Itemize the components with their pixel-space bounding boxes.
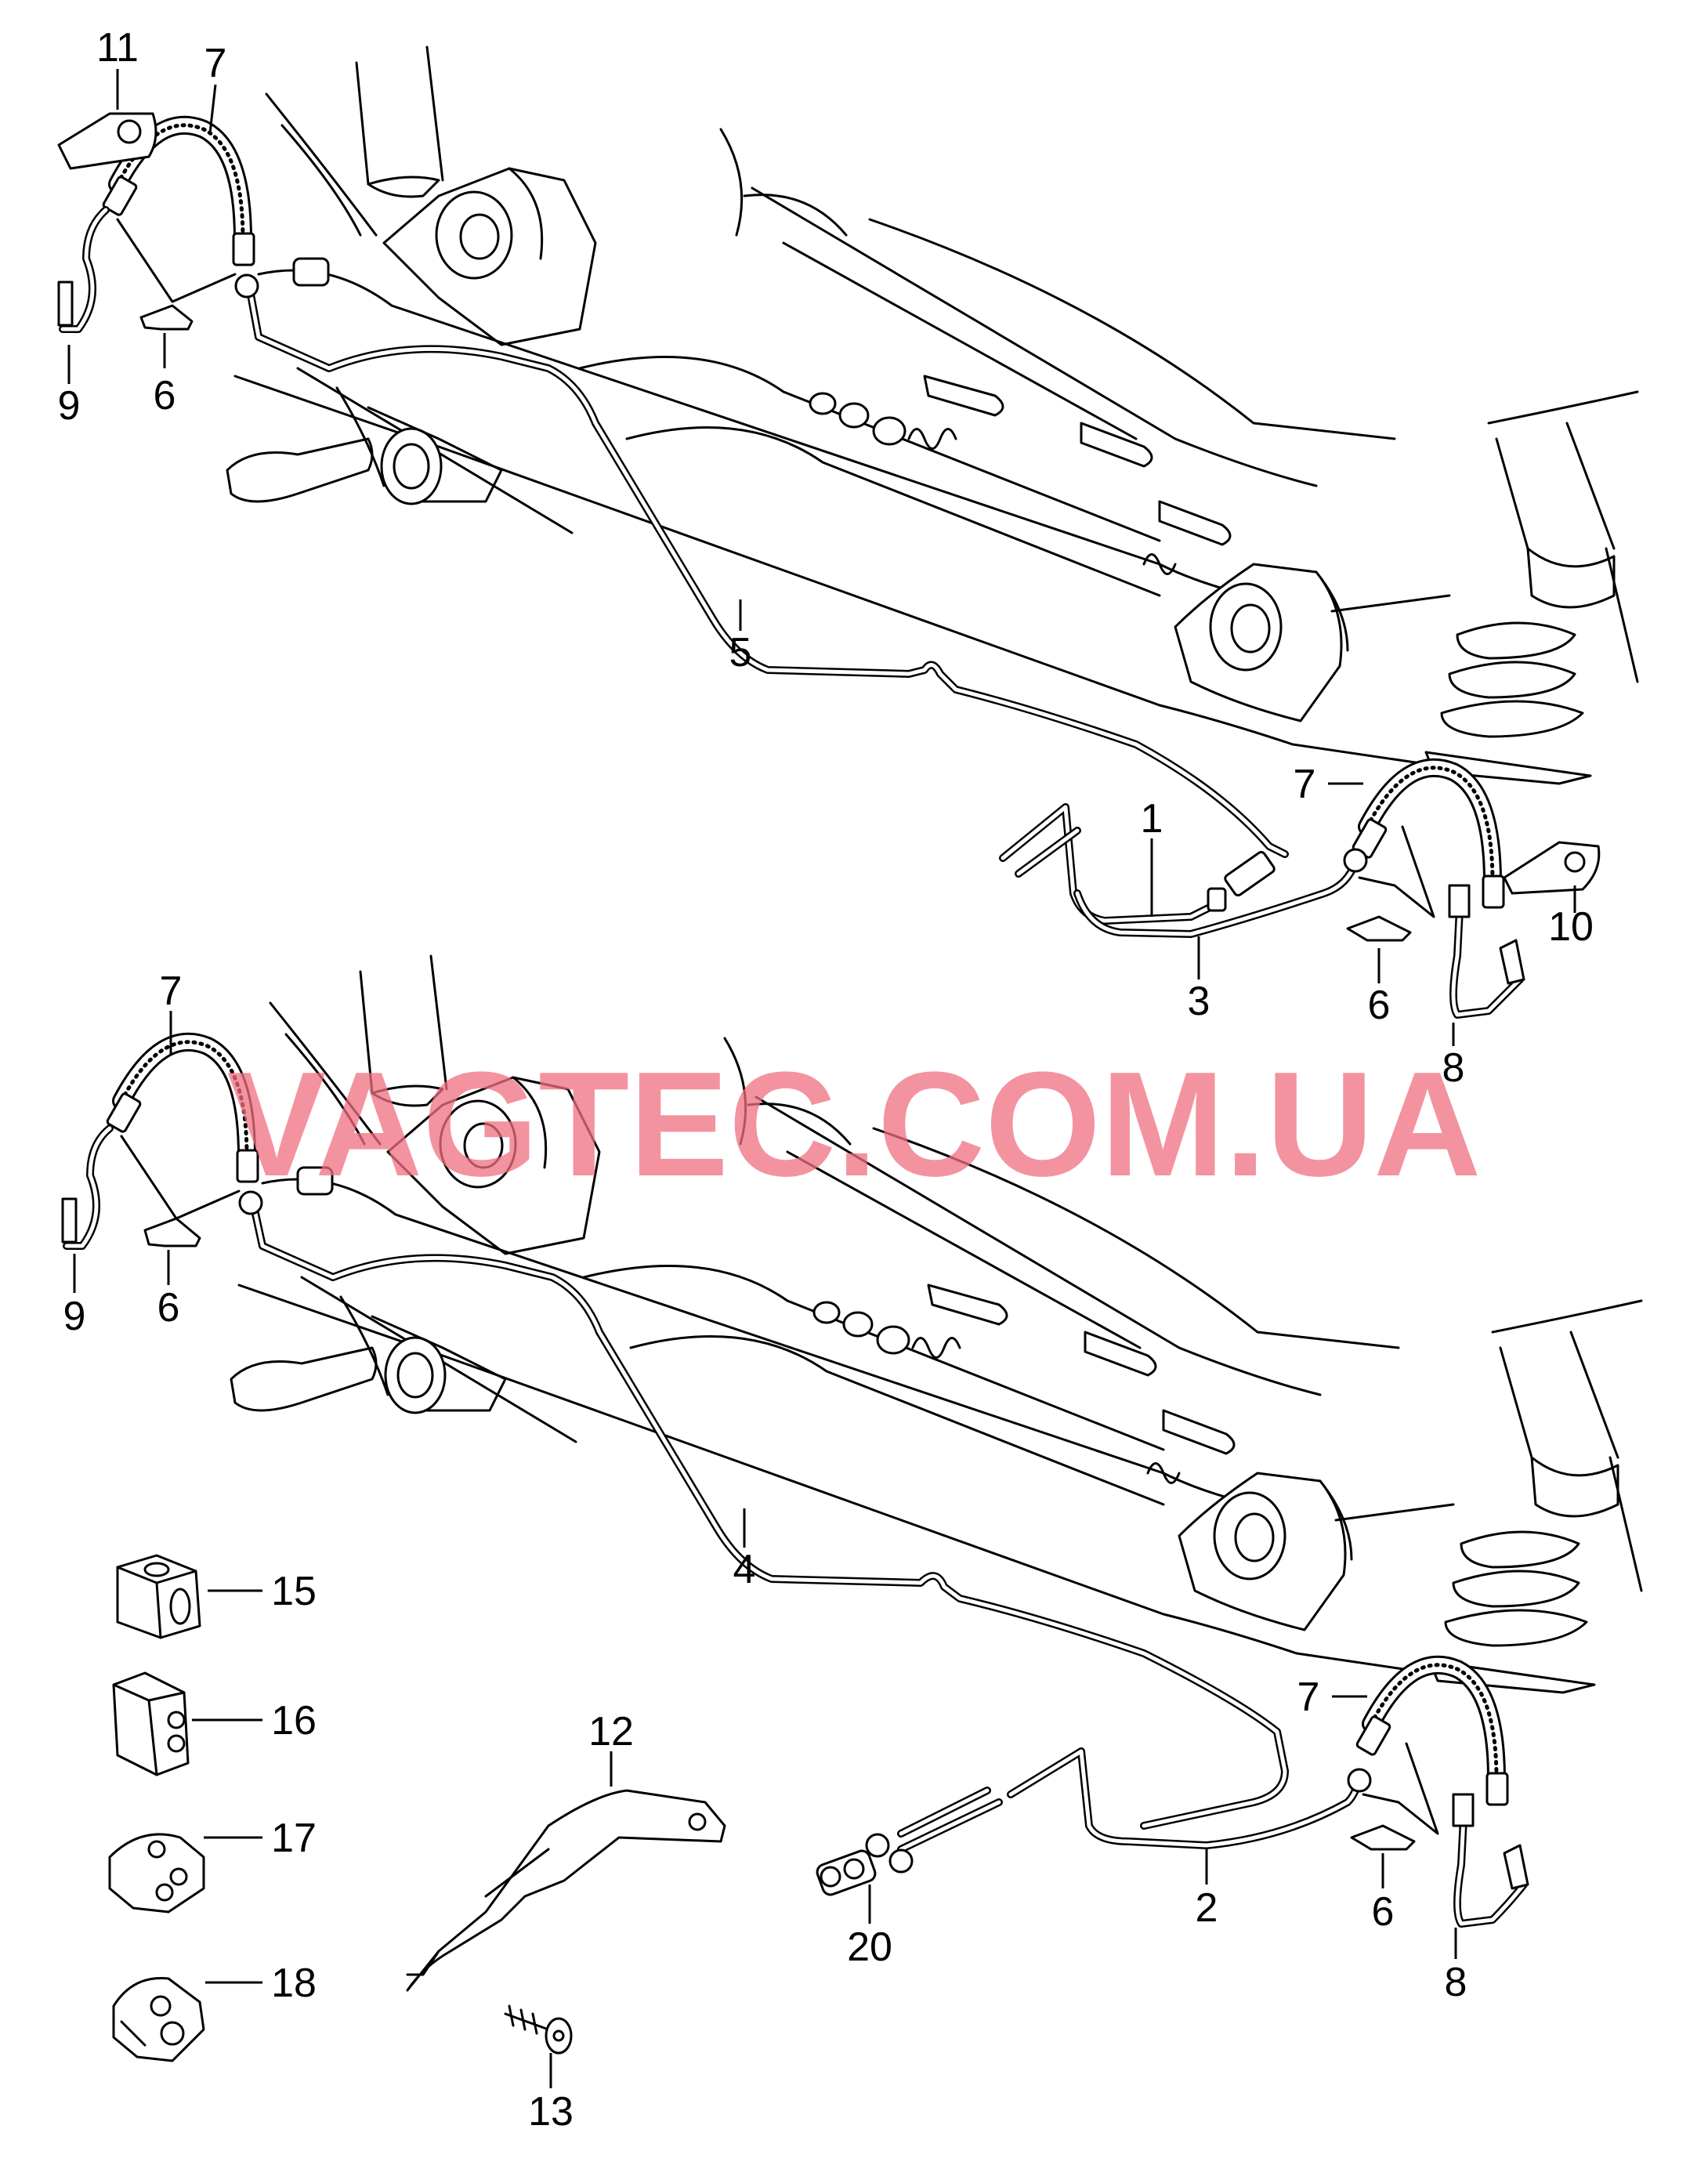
tapping-screw-icon xyxy=(504,2004,573,2055)
callout-6[interactable]: 6 xyxy=(1368,983,1391,1028)
callout-10[interactable]: 10 xyxy=(1548,904,1594,950)
line-coupler-icon xyxy=(1224,850,1276,897)
callout-15[interactable]: 15 xyxy=(271,1569,317,1614)
callout-12[interactable]: 12 xyxy=(588,1709,634,1754)
upper-axle-diagram xyxy=(57,45,1639,1019)
callout-2[interactable]: 2 xyxy=(1196,1885,1218,1931)
pipe-clamp-15-icon xyxy=(116,1554,201,1639)
callout-6[interactable]: 6 xyxy=(154,373,176,418)
lower-axle-diagram xyxy=(61,954,1643,2055)
brake-line-4[interactable] xyxy=(249,1199,1289,1830)
hose-clip-icon xyxy=(1350,1824,1416,1851)
callout-8[interactable]: 8 xyxy=(1442,1045,1465,1091)
pipe-clamp-17-icon xyxy=(108,1833,205,1914)
callout-7[interactable]: 7 xyxy=(160,969,183,1014)
brake-hose-icon-right xyxy=(1356,1665,1507,1805)
callout-7[interactable]: 7 xyxy=(1297,1675,1320,1720)
callout-17[interactable]: 17 xyxy=(271,1816,317,1861)
callout-1[interactable]: 1 xyxy=(1141,796,1163,842)
brake-line-5[interactable] xyxy=(245,282,1289,858)
retaining-bracket-icon xyxy=(1503,841,1601,895)
callout-8[interactable]: 8 xyxy=(1445,1960,1467,2005)
callout-3[interactable]: 3 xyxy=(1188,979,1210,1024)
callout-9[interactable]: 9 xyxy=(63,1294,86,1339)
brake-line-2[interactable] xyxy=(1007,1747,1363,1849)
pipe-connector-icon xyxy=(816,1833,914,1896)
callout-13[interactable]: 13 xyxy=(528,2089,574,2134)
callout-11[interactable]: 11 xyxy=(96,25,139,71)
brake-line-1[interactable] xyxy=(999,803,1226,925)
callout-5[interactable]: 5 xyxy=(729,630,752,675)
leader-lines xyxy=(67,69,1576,2088)
brake-line-3[interactable] xyxy=(1073,858,1359,938)
callout-20[interactable]: 20 xyxy=(847,1924,892,1970)
brake-hose-icon-right xyxy=(1352,768,1504,907)
callout-6[interactable]: 6 xyxy=(157,1285,180,1331)
callout-6[interactable]: 6 xyxy=(1372,1889,1395,1935)
callout-labels: 11 7 9 6 5 7 1 3 6 10 8 7 9 6 4 7 2 6 8 … xyxy=(58,25,1594,2134)
watermark-text: VAGTEC.COM.UA xyxy=(227,1041,1482,1208)
hose-clip-icon xyxy=(143,1217,201,1247)
pipe-clamp-16-icon xyxy=(112,1671,190,1776)
callout-9[interactable]: 9 xyxy=(58,383,81,429)
callout-4[interactable]: 4 xyxy=(733,1547,756,1592)
hose-clip-icon xyxy=(139,304,194,331)
callout-16[interactable]: 16 xyxy=(271,1698,317,1743)
bracket-12-icon xyxy=(406,1789,726,1992)
retaining-bracket-icon xyxy=(57,112,157,170)
callout-7[interactable]: 7 xyxy=(1294,762,1316,807)
rear-axle-beam-icon xyxy=(226,45,1639,785)
pipe-clamp-18-icon xyxy=(112,1976,205,2062)
hose-clip-icon xyxy=(1346,915,1412,942)
callout-18[interactable]: 18 xyxy=(271,1961,317,2006)
callout-7[interactable]: 7 xyxy=(204,41,227,86)
